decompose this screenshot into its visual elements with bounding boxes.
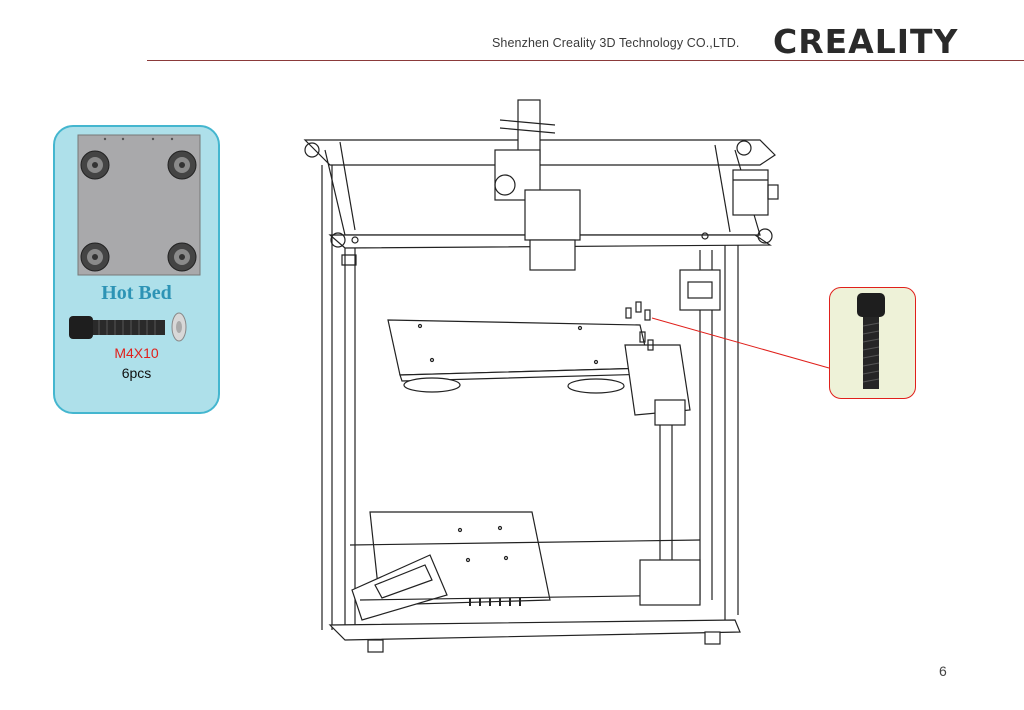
screw-quantity: 6pcs [121, 365, 152, 381]
creality-logo: CREALITY [773, 22, 959, 61]
washer-icon [171, 312, 187, 342]
screw-spec: M4X10 [114, 345, 159, 361]
screw-icon [69, 316, 165, 339]
company-name: Shenzhen Creality 3D Technology CO.,LTD. [492, 36, 740, 50]
screw-zoom-callout [829, 287, 916, 399]
hot-bed-illustration [69, 134, 201, 342]
leveling-knob-icon [167, 242, 197, 272]
page-number: 6 [939, 663, 947, 679]
screw-closeup-icon [857, 293, 885, 389]
parts-card: Hot Bed M4X10 6pcs [53, 125, 220, 414]
leveling-knob-icon [80, 242, 110, 272]
callout-line [651, 317, 830, 369]
part-name: Hot Bed [101, 282, 172, 304]
leveling-knob-icon [167, 150, 197, 180]
header-divider [147, 60, 1024, 61]
leveling-knob-icon [80, 150, 110, 180]
